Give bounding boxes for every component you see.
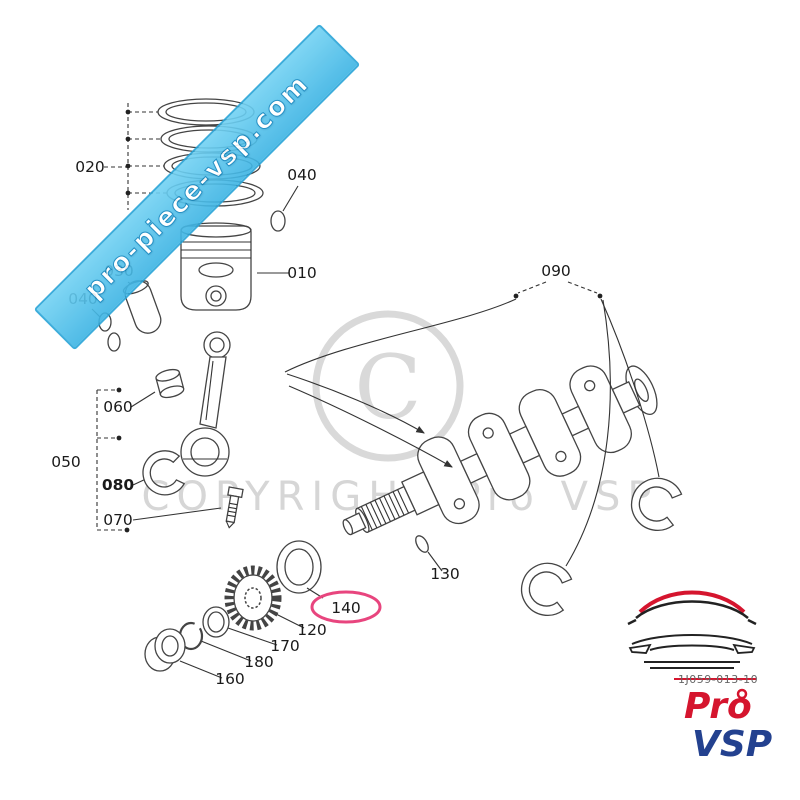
- main-bearing-shell-upper: [630, 477, 683, 532]
- small-end-bushing: [130, 368, 185, 408]
- label-010: 010: [287, 264, 317, 282]
- main-bearing-group: [284, 281, 683, 617]
- copyright-circle-icon: [312, 310, 464, 462]
- main-bearing-shell-lower: [520, 562, 573, 617]
- top-snap-ring: [270, 185, 299, 232]
- piston: [180, 222, 289, 311]
- label-020: 020: [75, 158, 105, 176]
- woodruff-key: [415, 535, 443, 572]
- part-code: 1J059-013-10: [678, 673, 758, 686]
- piston-pin: [122, 280, 162, 334]
- rod-bearing-shell: [132, 450, 186, 496]
- highlight-ellipse-140: [310, 590, 382, 624]
- car-logo-icon: [627, 590, 757, 669]
- timing-gear: [224, 565, 305, 631]
- label-140: 140: [331, 599, 361, 617]
- label-060: 060: [103, 398, 133, 416]
- brand-vsp: VSP: [692, 724, 772, 765]
- provsp-logo: 1J059-013-10 Pro VSP: [627, 590, 772, 765]
- label-070: 070: [103, 511, 133, 529]
- label-040-top: 040: [287, 166, 317, 184]
- rod-bolt: [132, 486, 244, 529]
- connecting-rod: [96, 331, 231, 533]
- label-130: 130: [430, 565, 460, 583]
- label-050: 050: [51, 453, 81, 471]
- label-090: 090: [541, 262, 571, 280]
- bearing-ring: [276, 540, 324, 599]
- label-120: 120: [297, 621, 327, 639]
- label-160: 160: [215, 670, 245, 688]
- label-180: 180: [244, 653, 274, 671]
- thrust-washer: [202, 606, 278, 646]
- label-080: 080: [102, 476, 135, 494]
- copyright-c: C: [354, 336, 421, 439]
- brand-pro: Pro: [684, 686, 752, 727]
- brand-degree-icon: [736, 688, 748, 700]
- label-170: 170: [270, 637, 300, 655]
- collar: [144, 628, 223, 679]
- crankshaft: [342, 365, 658, 536]
